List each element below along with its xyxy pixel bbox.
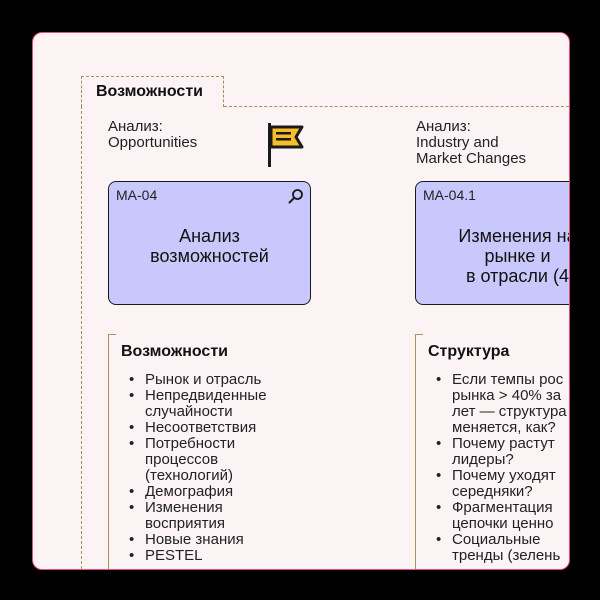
list-item: Социальные тренды (зелень (436, 532, 569, 564)
frame-border-left (81, 106, 82, 569)
process-card[interactable]: MA-04 Анализ возможностей (108, 181, 311, 305)
list-heading: Структура (428, 343, 510, 360)
card-code: MA-04 (116, 187, 158, 203)
list-item: Изменения восприятия (129, 500, 299, 532)
list-item: Несоответствия (129, 420, 299, 437)
list-item: PESTEL (129, 548, 299, 565)
process-card[interactable]: MA-04.1 Изменения на рынке и в отрасли (… (415, 181, 569, 305)
list-item: Демография (129, 484, 299, 501)
list-item: Новые знания (129, 532, 299, 549)
list-bracket (108, 334, 116, 569)
flag-icon (268, 123, 304, 167)
list-item: Фрагментация цепочки ценно (436, 500, 569, 532)
frame-tab: Возможности (81, 76, 224, 107)
list-item: Почему растут лидеры? (436, 436, 569, 468)
frame-border-top (224, 106, 569, 107)
analysis-label: Анализ: Industry and Market Changes (416, 118, 527, 167)
canvas-card: Возможности Анализ: Opportunities MA-04 … (32, 32, 570, 570)
search-icon[interactable] (288, 188, 304, 204)
list-item: Потребности процессов (технологий) (129, 436, 299, 484)
list-item: Непредвиденные случайности (129, 388, 299, 420)
list-item: Рынок и отрасль (129, 372, 299, 389)
structure-list: Если темпы рос рынка > 40% за лет — стру… (436, 372, 569, 564)
card-code: MA-04.1 (423, 187, 476, 203)
card-title: Изменения на рынке и в отрасли (4 (458, 226, 569, 286)
list-bracket (415, 334, 423, 569)
list-heading: Возможности (121, 343, 228, 360)
frame-label: Возможности (96, 83, 203, 100)
list-item: Если темпы рос рынка > 40% за лет — стру… (436, 372, 569, 436)
card-title: Анализ возможностей (150, 226, 269, 266)
analysis-label: Анализ: Opportunities (108, 118, 198, 151)
opportunities-list: Рынок и отрасль Непредвиденные случайнос… (129, 372, 299, 565)
list-item: Почему уходят середняки? (436, 468, 569, 500)
